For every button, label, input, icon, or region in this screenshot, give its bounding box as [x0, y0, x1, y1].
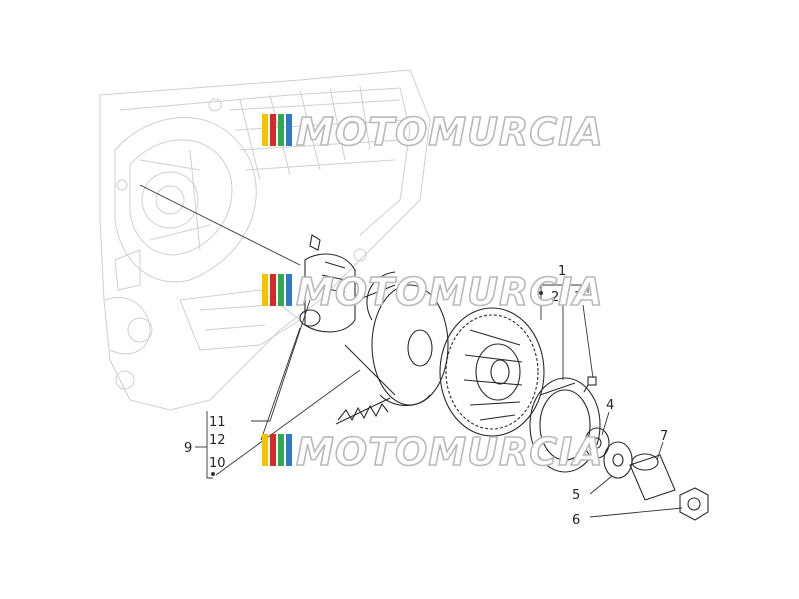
svg-text:MOTOMURCIA: MOTOMURCIA [296, 110, 604, 154]
svg-text:MOTOMURCIA: MOTOMURCIA [296, 430, 604, 474]
cover-plate [529, 377, 601, 473]
bolt [583, 376, 597, 393]
bushing [629, 453, 676, 501]
washer [584, 427, 610, 459]
callout-11: 11 [209, 415, 226, 430]
callouts: 1 2 3 4 5 6 7 9 10 11 12 [184, 264, 668, 528]
watermark-logo: MOTOMURCIA [262, 269, 604, 315]
callout-7: 7 [660, 429, 668, 444]
watermark-stripes [262, 114, 292, 146]
watermark-stripes [262, 274, 292, 306]
watermark-stripes [262, 434, 292, 466]
fan-pulley [439, 307, 545, 437]
variator-rollers [299, 234, 356, 333]
drive-pulley-half [344, 271, 449, 407]
svg-text:MOTOMURCIA: MOTOMURCIA [296, 270, 604, 314]
callout-12: 12 [209, 433, 226, 448]
washer-large [603, 441, 633, 479]
leader-lines [139, 184, 683, 518]
callout-5: 5 [572, 488, 580, 503]
callout-6: 6 [572, 513, 580, 528]
watermark-logo: MOTOMURCIA [262, 429, 604, 475]
callout-10: 10 [209, 456, 226, 471]
callout-3: 3 [574, 290, 582, 305]
callout-1: 1 [558, 264, 566, 279]
nut [679, 487, 709, 521]
callout-9: 9 [184, 441, 192, 456]
crankcase-outline [99, 69, 431, 411]
callout-4: 4 [606, 398, 614, 413]
callout-2: 2 [551, 290, 559, 305]
spring [335, 397, 391, 425]
watermark-logo: MOTOMURCIA [262, 109, 604, 155]
